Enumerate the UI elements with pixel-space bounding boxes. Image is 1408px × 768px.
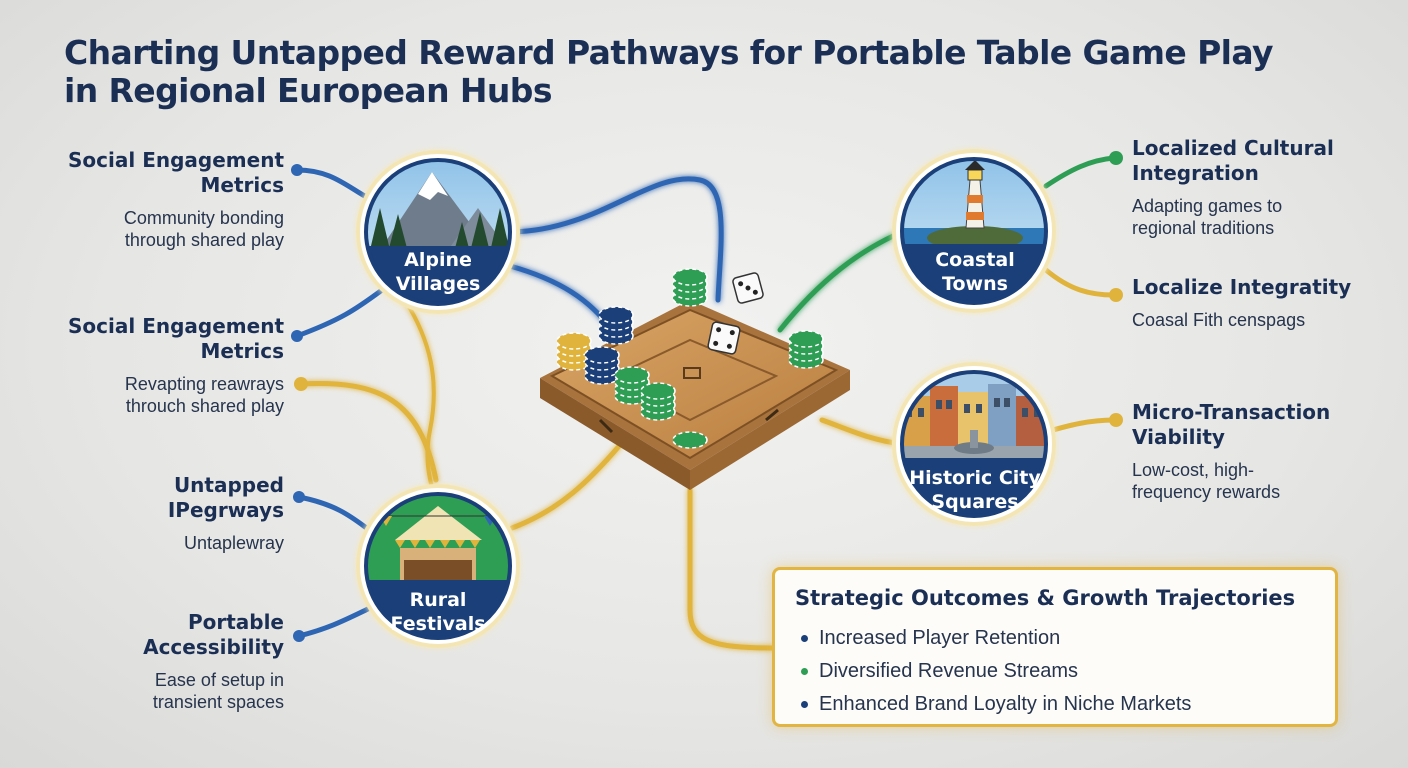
node-dot xyxy=(294,377,308,391)
connector-historic-micro xyxy=(1043,417,1117,435)
bullet-dot xyxy=(801,635,808,642)
connector-board-coastal xyxy=(777,229,905,333)
connector-alpine-board xyxy=(507,263,615,333)
poker-chip xyxy=(584,346,620,364)
left-item-desc: Untaplewray xyxy=(183,533,284,553)
left-item-desc: through shared play xyxy=(124,230,284,250)
outcome-text: Increased Player Retention xyxy=(819,627,1061,649)
connector-board-historic xyxy=(819,417,905,447)
left-item-title: Social Engagement xyxy=(68,314,284,338)
poker-chip xyxy=(672,431,708,449)
connector-rural-revapting xyxy=(298,381,439,483)
left-item-desc: Community bonding xyxy=(123,208,284,228)
dice-icon xyxy=(707,272,764,355)
connector-alpine-metrics-2 xyxy=(294,287,385,339)
outcomes-title: Strategic Outcomes & Growth Trajectories xyxy=(795,586,1296,610)
hub-coastal-towns xyxy=(892,149,1056,313)
page-title-line-2: in Regional European Hubs xyxy=(64,71,552,110)
right-item-desc: Coasal Fith censpags xyxy=(1132,310,1306,330)
node-dot xyxy=(291,164,303,176)
node-dot xyxy=(291,330,303,342)
page-title-line-1: Charting Untapped Reward Pathways for Po… xyxy=(64,33,1274,72)
right-item-desc: Adapting games to xyxy=(1132,196,1283,216)
connector-coastal-cultural xyxy=(1043,155,1117,189)
connector-rural-untapped xyxy=(296,494,375,535)
connector-alpine-metrics-1 xyxy=(294,167,371,201)
hub-label-alpine-2: Villages xyxy=(396,273,481,295)
poker-chip xyxy=(556,332,592,350)
hub-rural-festivals xyxy=(356,484,520,648)
hub-label-rural-2: Festivals xyxy=(390,613,485,635)
node-dot xyxy=(1109,151,1123,165)
right-item-title: Localize Integratity xyxy=(1132,275,1352,299)
node-dot xyxy=(293,491,305,503)
strategic-outcomes-box: Strategic Outcomes & Growth Trajectories… xyxy=(772,567,1338,727)
node-dot xyxy=(293,630,305,642)
right-item-title: Integration xyxy=(1132,161,1259,185)
left-item-title: Untapped xyxy=(173,473,284,497)
right-item-title: Viability xyxy=(1132,425,1225,449)
hub-labels: Alpine Villages Coastal Towns Historic C… xyxy=(390,249,1041,635)
right-item-title: Localized Cultural xyxy=(1132,136,1334,160)
left-item-title: Metrics xyxy=(200,339,284,363)
hub-label-coastal-1: Coastal xyxy=(935,249,1015,271)
left-item-desc: transient spaces xyxy=(152,692,284,712)
portable-game-board-icon xyxy=(540,300,850,490)
poker-chip xyxy=(640,382,676,400)
poker-chip xyxy=(672,268,708,286)
bullet-dot xyxy=(801,668,808,675)
connector-alpine-rural xyxy=(403,298,436,498)
poker-chip xyxy=(614,366,650,384)
bullet-dot xyxy=(801,701,808,708)
hub-label-historic-1: Historic City xyxy=(909,467,1041,489)
hub-label-alpine-1: Alpine xyxy=(404,249,472,271)
right-item-title: Micro-Transaction xyxy=(1132,400,1331,424)
connector-rural-portable xyxy=(296,605,373,639)
left-item-title: Accessibility xyxy=(143,635,284,659)
outcome-text: Diversified Revenue Streams xyxy=(819,660,1078,682)
outcome-item: Diversified Revenue Streams xyxy=(795,655,1315,688)
right-item-localize-integratity: Localize Integratity Coasal Fith censpag… xyxy=(1132,275,1351,331)
node-dot xyxy=(1109,288,1123,302)
connector-rural-board xyxy=(509,442,623,531)
left-item-title: Portable xyxy=(187,610,284,634)
hub-label-coastal-2: Towns xyxy=(942,273,1008,295)
outcome-item: Enhanced Brand Loyalty in Niche Markets xyxy=(795,688,1315,721)
outcome-text: Enhanced Brand Loyalty in Niche Markets xyxy=(819,693,1192,715)
hub-historic-city-squares xyxy=(892,362,1056,526)
outcomes-list: Increased Player Retention Diversified R… xyxy=(795,622,1315,721)
poker-chip xyxy=(788,330,824,348)
hub-alpine-villages xyxy=(356,150,520,314)
page-title: Charting Untapped Reward Pathways for Po… xyxy=(64,34,1314,110)
node-dot xyxy=(1109,413,1123,427)
mountain-forest-icon xyxy=(370,172,510,252)
poker-chip xyxy=(598,306,634,324)
connector-coastal-integratity xyxy=(1043,267,1117,298)
festival-tent-icon xyxy=(370,506,506,582)
hub-label-rural-1: Rural xyxy=(410,589,467,611)
connector-board-outcomes xyxy=(687,487,775,651)
connector-alpine-board-loop xyxy=(509,176,724,303)
left-item-desc: Revapting reawrays xyxy=(124,374,284,394)
left-item-desc: throuch shared play xyxy=(125,396,284,416)
left-item-title: IPegrways xyxy=(167,498,284,522)
right-item-desc: regional traditions xyxy=(1132,218,1275,238)
poker-chips-icon xyxy=(556,268,824,449)
right-item-desc: frequency rewards xyxy=(1132,482,1281,502)
left-item-title: Social Engagement xyxy=(68,148,284,172)
left-item-desc: Ease of setup in xyxy=(154,670,284,690)
left-item-title: Metrics xyxy=(200,173,284,197)
right-item-desc: Low-cost, high- xyxy=(1132,460,1255,480)
outcome-item: Increased Player Retention xyxy=(795,622,1315,655)
hub-label-historic-2: Squares xyxy=(931,491,1018,513)
